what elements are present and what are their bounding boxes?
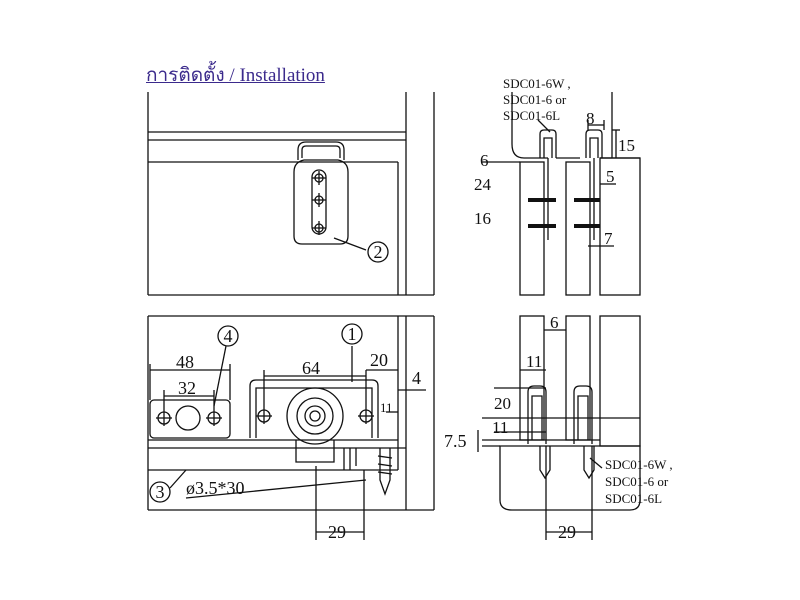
part-label-bottom-2: SDC01-6 or bbox=[605, 474, 669, 489]
callout-2 bbox=[367, 241, 389, 263]
bottom-left-view bbox=[147, 315, 435, 540]
part-label-bottom-1: SDC01-6W , bbox=[605, 457, 673, 472]
dim-29-right: 29 bbox=[558, 522, 576, 542]
callout-4-label: 4 bbox=[224, 326, 233, 346]
dim-32: 32 bbox=[178, 378, 196, 398]
dim-11-lower: 11 bbox=[492, 418, 508, 437]
callout-1-label: 1 bbox=[348, 324, 357, 344]
part-label-bottom-3: SDC01-6L bbox=[605, 491, 662, 506]
part-label-top-2: SDC01-6 or bbox=[503, 92, 567, 107]
top-left-view bbox=[147, 92, 435, 296]
callout-1 bbox=[341, 323, 363, 345]
dim-16: 16 bbox=[474, 209, 491, 228]
dim-4: 4 bbox=[412, 368, 421, 388]
top-right-view bbox=[482, 92, 641, 296]
dim-11-upper: 11 bbox=[526, 352, 542, 371]
part-label-top-1: SDC01-6W , bbox=[503, 76, 571, 91]
dim-7-5: 7.5 bbox=[444, 431, 467, 451]
bottom-right-view bbox=[477, 315, 641, 540]
dim-48: 48 bbox=[176, 352, 194, 372]
part-label-top-3: SDC01-6L bbox=[503, 108, 560, 123]
callout-3-label: 3 bbox=[156, 482, 165, 502]
dim-7: 7 bbox=[604, 229, 613, 248]
dim-29-left: 29 bbox=[328, 522, 346, 542]
dim-64: 64 bbox=[302, 358, 320, 378]
callout-2-label: 2 bbox=[374, 242, 383, 262]
dim-5: 5 bbox=[606, 167, 615, 186]
dim-11-left: 11 bbox=[380, 400, 393, 415]
callout-4 bbox=[217, 325, 239, 347]
callout-3 bbox=[149, 481, 171, 503]
dim-20-right: 20 bbox=[494, 394, 511, 413]
page-title: การติดตั้ง / Installation bbox=[146, 65, 325, 86]
dim-20: 20 bbox=[370, 350, 388, 370]
dim-6-top: 6 bbox=[480, 151, 489, 170]
screw-spec: ø3.5*30 bbox=[186, 478, 245, 498]
dim-15: 15 bbox=[618, 136, 635, 155]
dim-8: 8 bbox=[586, 109, 595, 128]
dim-6-bottom: 6 bbox=[550, 313, 559, 332]
dim-24: 24 bbox=[474, 175, 492, 194]
